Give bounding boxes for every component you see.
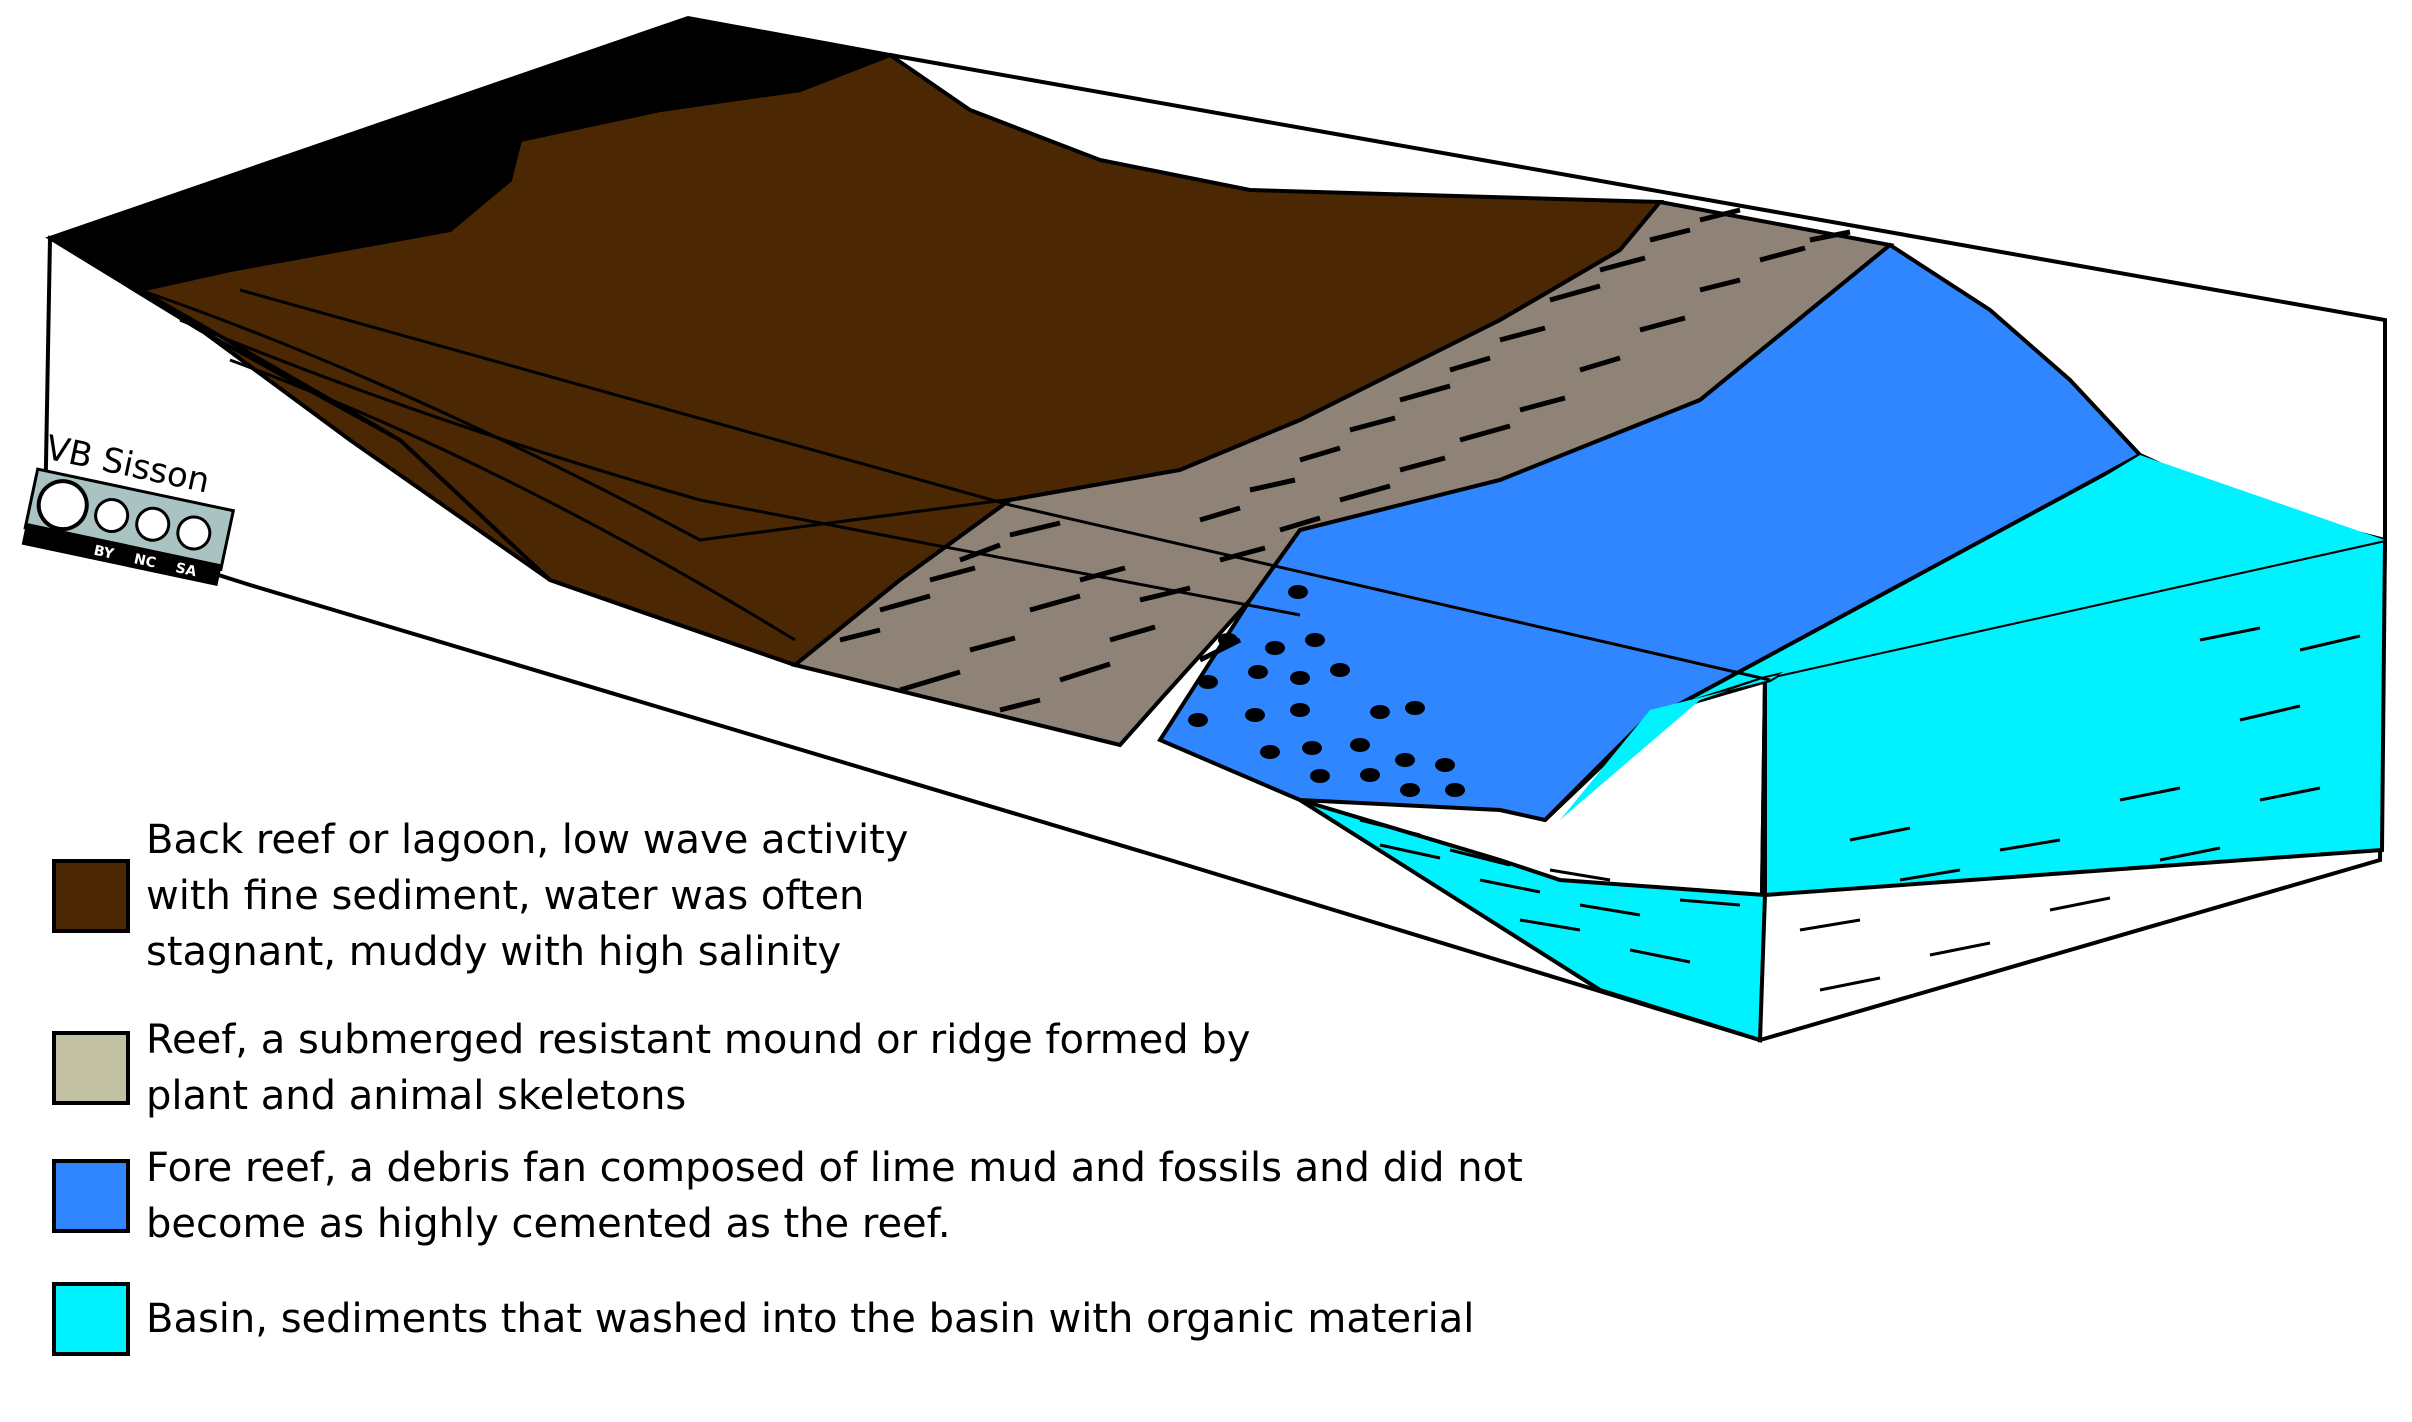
legend-text-reef: Reef, a submerged resistant mound or rid… xyxy=(146,1012,1250,1124)
credit-badge: BY NC SA VB Sisson xyxy=(21,428,236,587)
sa-icon xyxy=(176,515,212,551)
legend-line: Fore reef, a debris fan composed of lime… xyxy=(146,1145,1523,1191)
legend-line: stagnant, muddy with high salinity xyxy=(146,929,842,975)
nc-icon xyxy=(135,506,171,542)
basin-top-fill xyxy=(1560,455,2385,820)
license-label-nc: NC xyxy=(132,551,157,571)
legend-line: with fine sediment, water was often xyxy=(146,873,865,919)
legend-line: Basin, sediments that washed into the ba… xyxy=(146,1296,1475,1342)
by-icon xyxy=(94,498,130,534)
legend-item-back-reef: Back reef or lagoon, low wave activity w… xyxy=(52,812,908,980)
reef-texture xyxy=(839,207,1851,713)
legend-swatch-basin xyxy=(52,1282,130,1356)
legend-line: Back reef or lagoon, low wave activity xyxy=(146,817,909,863)
legend-swatch-reef xyxy=(52,1031,130,1105)
license-label-by: BY xyxy=(92,543,116,563)
legend-text-basin: Basin, sediments that washed into the ba… xyxy=(146,1291,1474,1347)
block-top-edge xyxy=(889,53,2387,540)
back-reef-bedding xyxy=(139,288,1771,682)
legend-text-fore-reef: Fore reef, a debris fan composed of lime… xyxy=(146,1140,1523,1252)
legend-item-basin: Basin, sediments that washed into the ba… xyxy=(52,1282,1474,1356)
headland-top xyxy=(45,15,898,293)
cc-icon xyxy=(36,479,89,532)
fore-reef-debris xyxy=(1188,585,1465,797)
legend-line: Reef, a submerged resistant mound or rid… xyxy=(146,1017,1251,1063)
fore-reef-top xyxy=(1157,242,2144,823)
basin-laminations xyxy=(1359,626,2361,992)
legend-item-fore-reef: Fore reef, a debris fan composed of lime… xyxy=(52,1140,1523,1252)
legend-swatch-fore-reef xyxy=(52,1159,130,1233)
legend-item-reef: Reef, a submerged resistant mound or rid… xyxy=(52,1012,1250,1124)
legend-line: plant and animal skeletons xyxy=(146,1073,687,1119)
legend-text-back-reef: Back reef or lagoon, low wave activity w… xyxy=(146,812,908,980)
legend-swatch-back-reef xyxy=(52,859,130,933)
legend-line: become as highly cemented as the reef. xyxy=(146,1201,951,1247)
license-label-sa: SA xyxy=(174,560,198,580)
